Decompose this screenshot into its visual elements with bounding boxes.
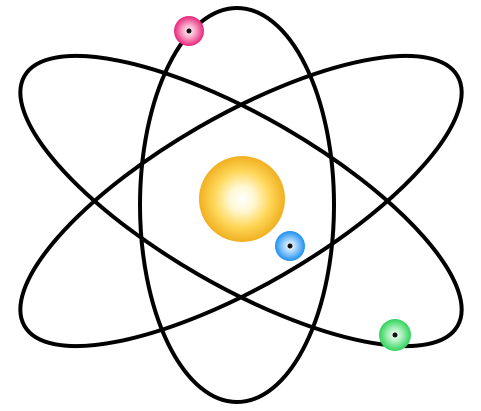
electron-green: [379, 319, 411, 351]
nucleus: [199, 156, 285, 242]
electron-magenta: [174, 16, 204, 46]
electron-blue: [275, 231, 305, 261]
